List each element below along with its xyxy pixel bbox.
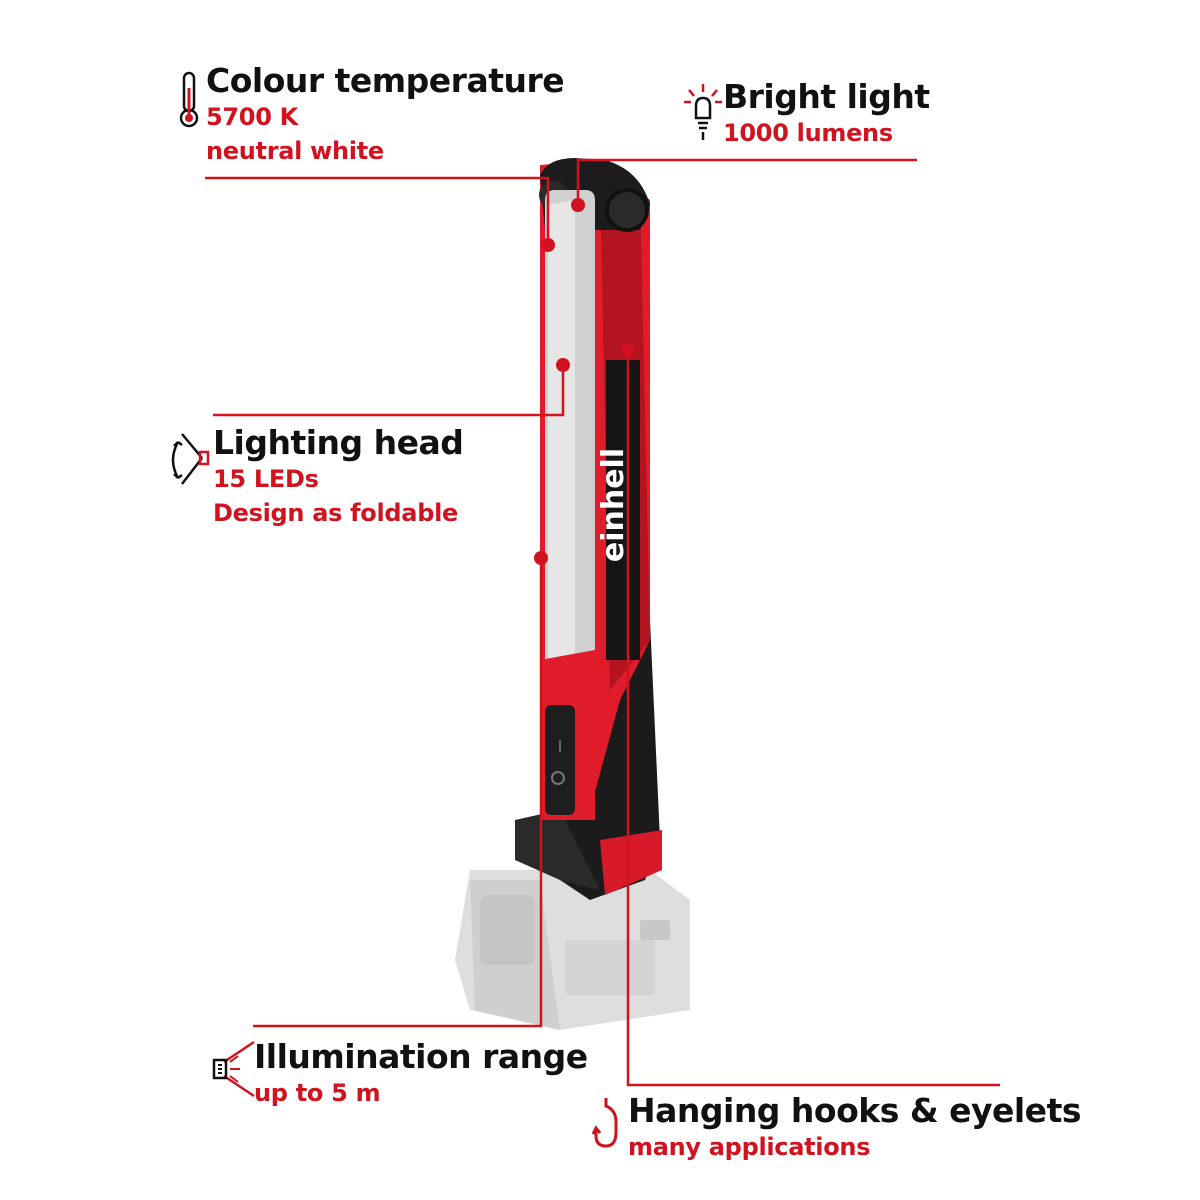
feature-description: neutral white (206, 137, 384, 165)
callout-dots (534, 198, 635, 565)
battery-pack (455, 870, 690, 1030)
feature-value: 15 LEDs (213, 465, 319, 493)
fold-rotate-icon (171, 433, 210, 485)
feature-illumination-range: Illumination range up to 5 m (254, 1038, 588, 1110)
led-panel (540, 190, 595, 820)
lamp-range-icon (212, 1040, 255, 1098)
brand-logo: einhell (596, 448, 631, 562)
feature-lighting-head: Lighting head 15 LEDs Design as foldable (213, 423, 464, 530)
light-bulb-icon (684, 84, 722, 140)
feature-value: many applications (628, 1133, 871, 1161)
feature-bright-light: Bright light 1000 lumens (723, 78, 930, 150)
feature-title: Hanging hooks & eyelets (628, 1091, 1081, 1130)
feature-title: Colour temperature (206, 61, 565, 100)
feature-colour-temperature: Colour temperature 5700 K neutral white (206, 61, 565, 168)
feature-value: 5700 K (206, 103, 298, 131)
lamp-body: einhell (540, 160, 650, 820)
feature-value: up to 5 m (254, 1079, 381, 1107)
callout-lines (205, 158, 1000, 1087)
callout-illumination-range (253, 558, 543, 1028)
feature-hanging-hooks: Hanging hooks & eyelets many application… (628, 1092, 1081, 1164)
feature-value: 1000 lumens (723, 119, 893, 147)
thermometer-icon (179, 71, 199, 128)
callout-hanging-hooks (626, 350, 1000, 1087)
callout-bright-light (576, 158, 917, 205)
feature-title: Bright light (723, 77, 930, 116)
feature-title: Illumination range (254, 1037, 588, 1076)
callout-colour-temperature (205, 176, 550, 245)
hook-icon (592, 1098, 618, 1148)
feature-title: Lighting head (213, 423, 464, 462)
callout-lighting-head (213, 365, 565, 417)
feature-description: Design as foldable (213, 499, 458, 527)
